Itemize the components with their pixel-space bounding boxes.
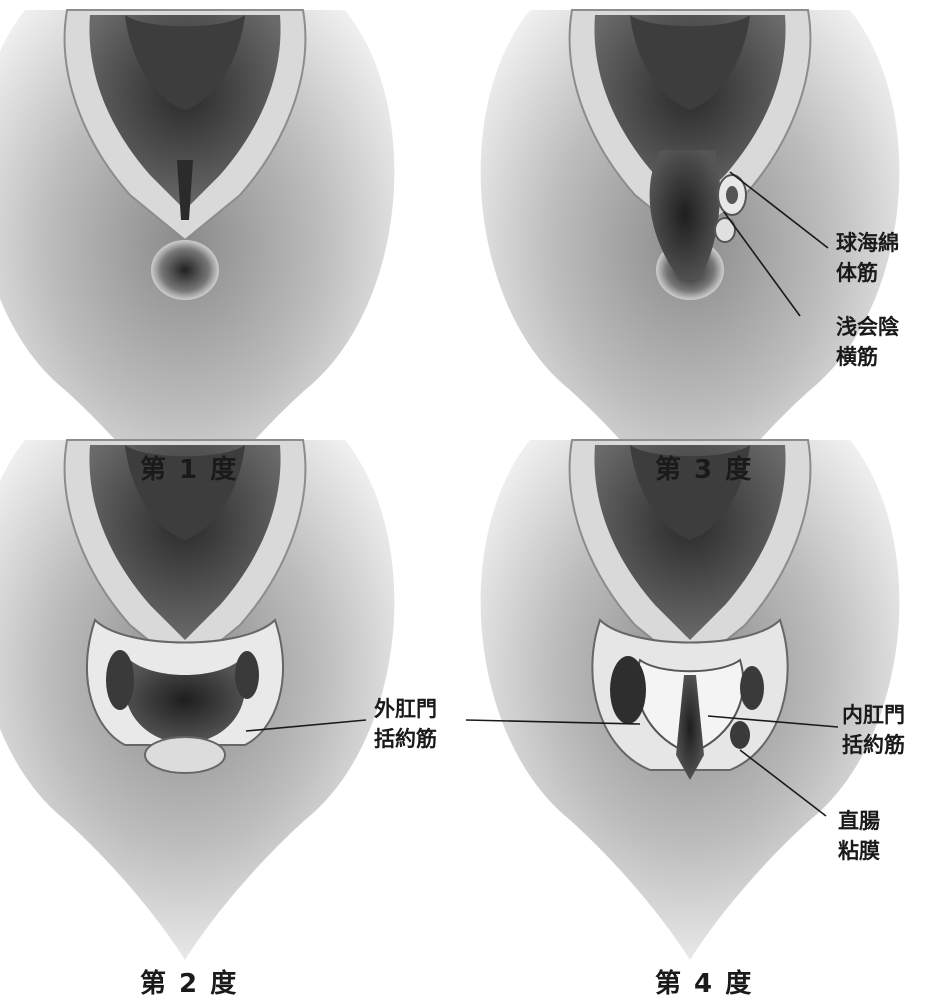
label-external-anal-sphincter: 外肛門 括約筋: [374, 694, 437, 754]
label-superficial-transverse-perineal: 浅会陰 横筋: [836, 312, 899, 372]
caption-degree-3: 第 3 度: [655, 449, 753, 486]
degree-4-illustration: [481, 440, 900, 960]
degree-2-illustration: [0, 440, 394, 960]
label-bulbospongiosus: 球海綿 体筋: [836, 228, 899, 288]
label-rectal-mucosa: 直腸 粘膜: [838, 806, 880, 866]
label-internal-anal-sphincter: 内肛門 括約筋: [842, 700, 905, 760]
caption-degree-1: 第 1 度: [140, 449, 238, 486]
caption-degree-2: 第 2 度: [140, 963, 238, 1000]
caption-degree-4: 第 4 度: [655, 963, 753, 1000]
